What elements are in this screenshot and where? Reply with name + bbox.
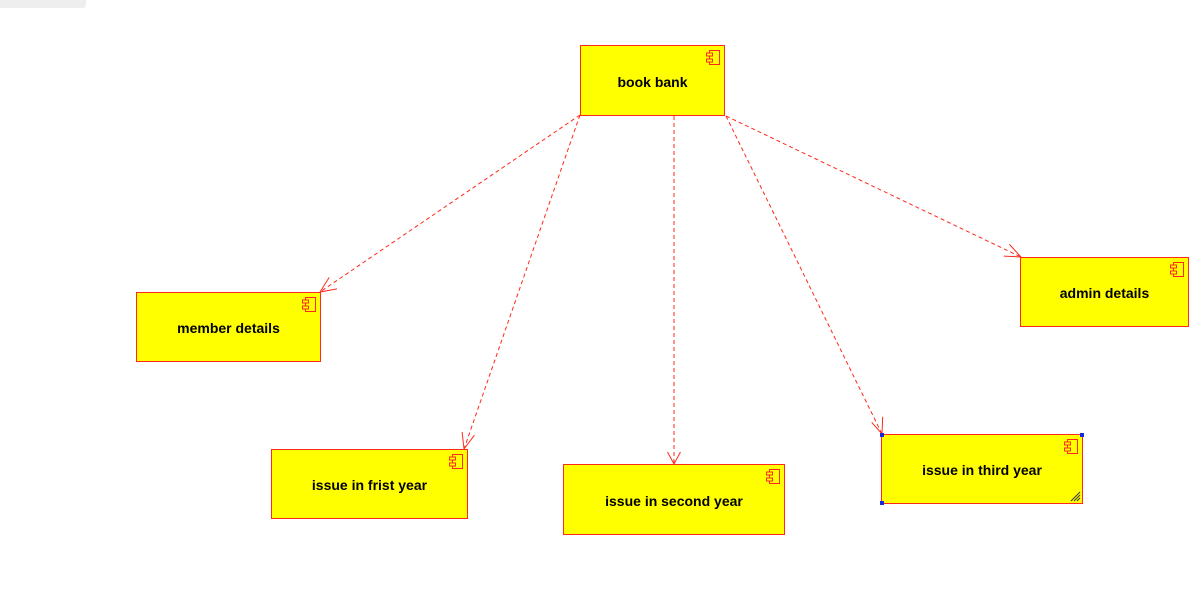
component-icon <box>1170 262 1184 277</box>
arrowhead-admin-details <box>1003 244 1023 258</box>
component-icon <box>766 469 780 484</box>
component-issue-first-year[interactable]: issue in frist year <box>271 449 468 519</box>
arrowhead-issue-first-year <box>461 431 475 451</box>
component-admin-details[interactable]: admin details <box>1020 257 1189 327</box>
component-issue-third-year[interactable]: issue in third year <box>880 433 1084 505</box>
dependency-book-bank-to-member-details[interactable] <box>319 114 581 293</box>
component-book-bank[interactable]: book bank <box>580 45 725 116</box>
component-issue-second-year[interactable]: issue in second year <box>563 464 785 535</box>
component-label: issue in frist year <box>311 477 428 493</box>
component-icon <box>1064 439 1078 454</box>
resize-grip-icon[interactable] <box>1069 490 1081 502</box>
component-label: member details <box>177 320 280 336</box>
dependency-book-bank-to-admin-details[interactable] <box>725 115 1022 258</box>
component-icon <box>449 454 463 469</box>
selection-handle-bottom-left[interactable] <box>880 501 884 505</box>
selection-handle-top-left[interactable] <box>880 433 884 437</box>
component-icon <box>706 50 720 65</box>
selection-handle-top-right[interactable] <box>1080 433 1084 437</box>
canvas-tab-stub <box>0 0 86 8</box>
dependency-book-bank-to-issue-third-year[interactable] <box>725 115 883 435</box>
component-label: issue in third year <box>922 462 1042 478</box>
component-label: book bank <box>617 73 688 90</box>
component-member-details[interactable]: member details <box>136 292 321 362</box>
component-icon <box>302 297 316 312</box>
component-label: issue in second year <box>605 492 743 509</box>
component-label: admin details <box>1059 285 1150 301</box>
dependency-book-bank-to-issue-first-year[interactable] <box>463 114 581 450</box>
